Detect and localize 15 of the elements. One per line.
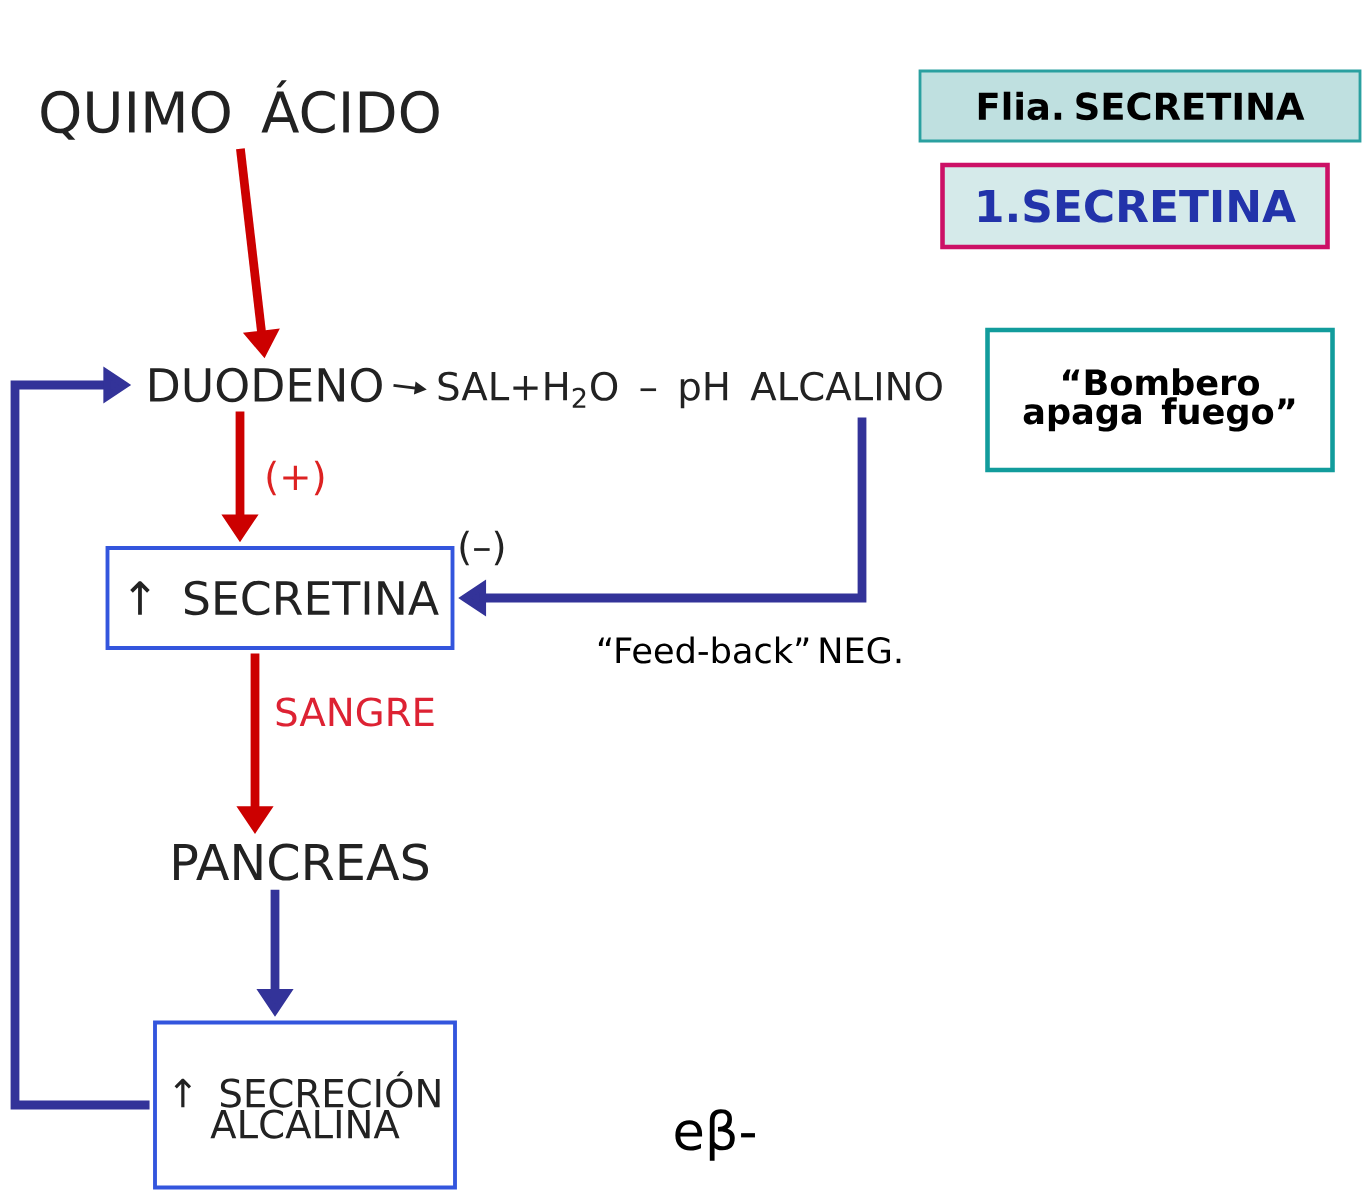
arrow xyxy=(10,366,150,1110)
edge-label: (+) xyxy=(267,460,324,496)
quote-box: “Bombero apaga fuego” xyxy=(985,327,1335,473)
handwritten-box: ↑ SECRETINA xyxy=(105,546,455,650)
feedback-note: “Feed-back” NEG. xyxy=(598,636,901,664)
handwritten-label: SAL+H$_{2}$O – pH ALCALINO xyxy=(438,371,942,409)
handwritten-label: QUIMO ÁCIDO xyxy=(41,80,439,140)
edge-label: (–) xyxy=(460,530,504,566)
handwritten-box: ↑ SECRECIÓN ALCALINA xyxy=(153,1020,457,1190)
handwritten-label: DUODENO xyxy=(150,367,382,403)
heading-box: 1.SECRETINA xyxy=(940,162,1330,250)
handwritten-label: PANCREAS xyxy=(174,843,429,881)
title-box: Flia. SECRETINA xyxy=(918,69,1362,143)
edge-label: SANGRE xyxy=(276,697,434,727)
signature: eβ- xyxy=(675,1109,755,1161)
